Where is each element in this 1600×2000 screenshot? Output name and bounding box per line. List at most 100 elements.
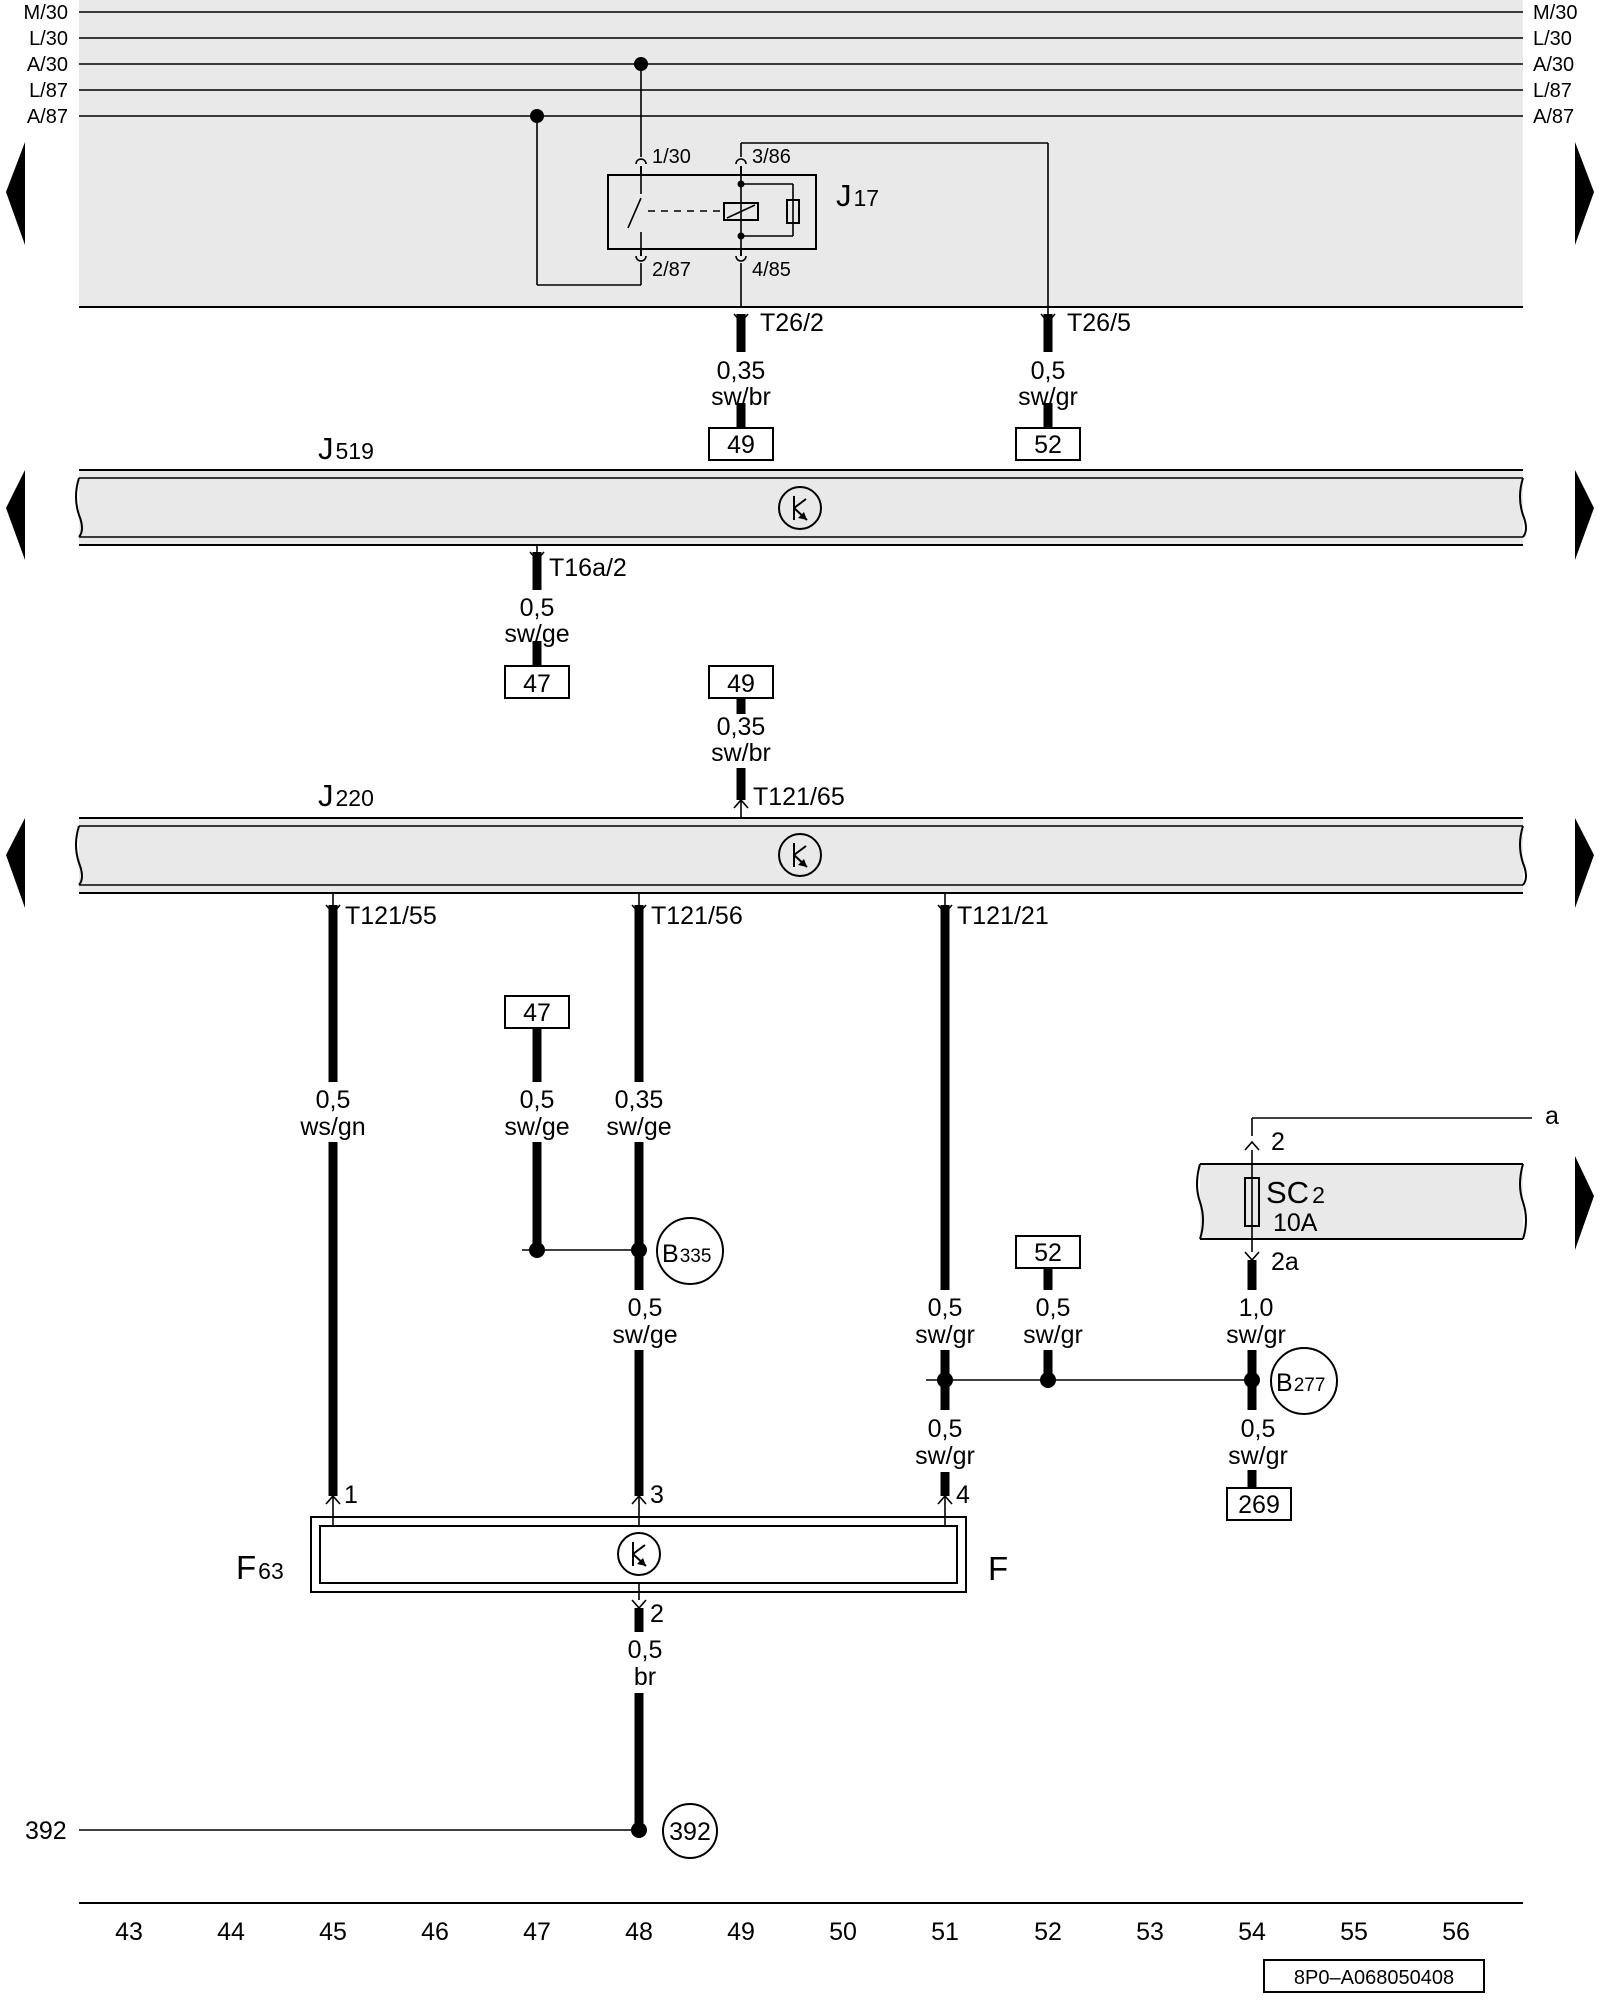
wire-color: sw/gr — [1228, 1442, 1288, 1470]
connection-point-b335[interactable] — [656, 1217, 724, 1285]
fuse-pin-2: 2 — [1271, 1128, 1285, 1156]
column-number: 47 — [523, 1918, 551, 1946]
j519-label: J519 — [318, 431, 374, 466]
switch-side-label: F — [988, 1550, 1008, 1587]
control-unit-j220[interactable] — [75, 817, 1527, 894]
wire-color: sw/br — [711, 739, 771, 767]
wire-size: 0,5 — [928, 1415, 963, 1443]
connection-point-b277[interactable] — [1270, 1347, 1338, 1415]
control-unit-j519[interactable] — [75, 469, 1527, 546]
bus-label: L/30 — [29, 28, 68, 50]
connector-t16a-2: T16a/2 — [549, 554, 627, 582]
connector-t121-56: T121/56 — [651, 902, 743, 930]
wire-size: 0,5 — [928, 1294, 963, 1322]
ref-box[interactable] — [1226, 1487, 1292, 1521]
bus-lines — [79, 11, 1523, 117]
connector-t26-5: T26/5 — [1067, 309, 1131, 337]
column-number: 50 — [829, 1918, 857, 1946]
relay-panel — [79, 0, 1523, 307]
ground-point-392[interactable] — [662, 1803, 718, 1859]
relay-pin-4: 4/85 — [752, 259, 791, 281]
ref-box[interactable] — [504, 665, 570, 699]
wire-size: 0,5 — [316, 1086, 351, 1114]
fuse-sc2[interactable] — [1244, 1177, 1260, 1227]
ref-number: 47 — [523, 999, 551, 1027]
ground-ref-left: 392 — [25, 1817, 67, 1845]
wire-size: 0,5 — [1036, 1294, 1071, 1322]
right-arrow[interactable] — [1575, 1156, 1594, 1250]
bus-labels-left: M/30 L/30 A/30 L/87 A/87 — [24, 2, 68, 128]
column-number: 48 — [625, 1918, 653, 1946]
line-label-a: a — [1545, 1102, 1559, 1130]
relay-pin-2: 2/87 — [652, 259, 691, 281]
switch-pin-3: 3 — [650, 1481, 664, 1509]
fuse-pin-2a: 2a — [1271, 1248, 1299, 1276]
wire-color: sw/br — [711, 383, 771, 411]
wire-size: 0,35 — [717, 357, 766, 385]
bus-label: A/30 — [27, 54, 68, 76]
wire-color: sw/gr — [1018, 383, 1078, 411]
fuse-panel — [1196, 1163, 1527, 1240]
column-number: 46 — [421, 1918, 449, 1946]
wire-color: sw/ge — [504, 620, 569, 648]
wire-size: 0,5 — [1031, 357, 1066, 385]
wire-color: sw/gr — [1226, 1321, 1286, 1349]
connector-t26-2: T26/2 — [760, 309, 824, 337]
b335-label: B335 — [662, 1240, 711, 1268]
b277-label: B277 — [1276, 1369, 1325, 1397]
switch-f63[interactable] — [310, 1516, 967, 1593]
bus-labels-right: M/30 L/30 A/30 L/87 A/87 — [1533, 2, 1577, 128]
ground-point-label: 392 — [669, 1818, 711, 1846]
bus-label: L/87 — [29, 80, 68, 102]
column-numbers: 43 44 45 46 47 48 49 50 51 52 53 54 55 5… — [115, 1918, 1470, 1946]
wire-size: 0,5 — [520, 594, 555, 622]
right-arrow[interactable] — [1575, 142, 1594, 245]
right-arrow[interactable] — [1575, 818, 1594, 908]
bus-label: A/87 — [1533, 106, 1574, 128]
relay-pin-3: 3/86 — [752, 146, 791, 168]
wire-color: ws/gn — [299, 1113, 365, 1141]
bus-label: L/87 — [1533, 80, 1572, 102]
wire-color: sw/gr — [1023, 1321, 1083, 1349]
wire-color: sw/ge — [606, 1113, 671, 1141]
left-arrow[interactable] — [6, 818, 25, 908]
column-number: 55 — [1340, 1918, 1368, 1946]
wire-color: br — [634, 1663, 656, 1691]
wire-color: sw/ge — [612, 1321, 677, 1349]
switch-name: F63 — [236, 1549, 284, 1586]
right-arrow[interactable] — [1575, 470, 1594, 560]
ref-number: 52 — [1034, 431, 1062, 459]
left-arrow[interactable] — [6, 470, 25, 560]
column-number: 51 — [931, 1918, 959, 1946]
switch-pin-2: 2 — [650, 1600, 664, 1628]
connector-t121-55: T121/55 — [345, 902, 437, 930]
ref-number: 47 — [523, 670, 551, 698]
wire-size: 0,35 — [615, 1086, 664, 1114]
left-arrow[interactable] — [6, 142, 25, 245]
diagram-code: 8P0–A068050408 — [1294, 1967, 1454, 1989]
wire-color: sw/ge — [504, 1113, 569, 1141]
switch-pin-1: 1 — [344, 1481, 358, 1509]
connector-t121-65: T121/65 — [753, 783, 845, 811]
column-number: 45 — [319, 1918, 347, 1946]
ref-number: 49 — [727, 670, 755, 698]
column-number: 44 — [217, 1918, 245, 1946]
relay-j17[interactable]: 1/30 3/86 2/87 4/85 J17 — [536, 64, 1049, 314]
bus-label: M/30 — [24, 2, 68, 24]
wire-size: 1,0 — [1239, 1294, 1274, 1322]
ref-number: 269 — [1238, 1491, 1280, 1519]
ref-box[interactable] — [708, 427, 774, 461]
wire-size: 0,5 — [628, 1636, 663, 1664]
wire-color: sw/gr — [915, 1321, 975, 1349]
switch-pin-4: 4 — [956, 1481, 970, 1509]
relay-name: J17 — [836, 178, 879, 213]
relay-pin-1: 1/30 — [652, 146, 691, 168]
column-number: 49 — [727, 1918, 755, 1946]
wire-size: 0,5 — [1241, 1415, 1276, 1443]
bus-label: M/30 — [1533, 2, 1577, 24]
ref-box[interactable] — [1015, 427, 1081, 461]
bus-label: A/87 — [27, 106, 68, 128]
bus-label: L/30 — [1533, 28, 1572, 50]
